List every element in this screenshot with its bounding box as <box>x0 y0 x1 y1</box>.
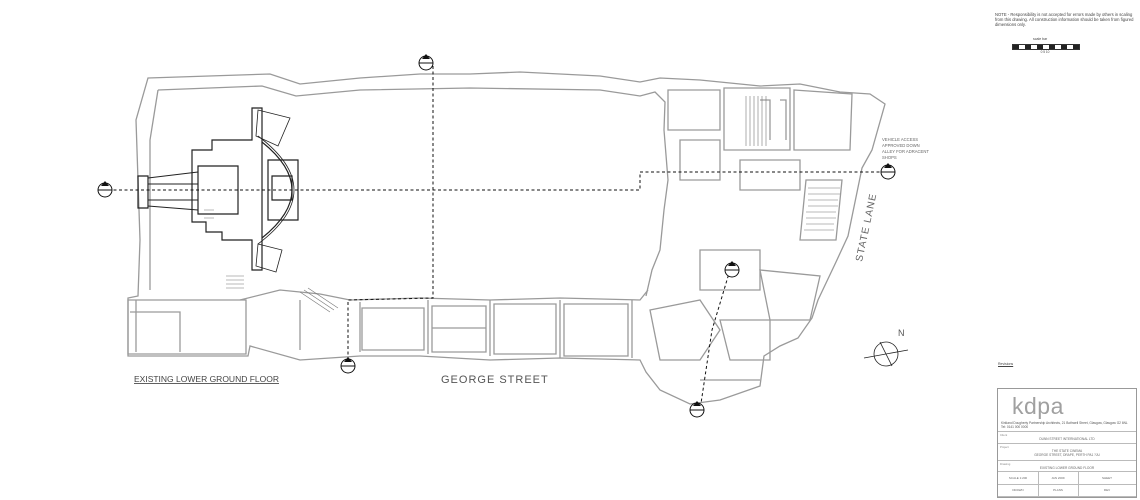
street-label-state-lane: STATE LANE <box>854 192 879 262</box>
scale-bar <box>1012 44 1080 50</box>
drawing-label: Drawing <box>1000 462 1011 466</box>
disclaimer-note: NOTE - Responsibility is not accepted fo… <box>995 12 1134 28</box>
tb-cell: JAN 2009 <box>1038 472 1079 485</box>
scale-label: scale bar <box>1033 37 1048 41</box>
tb-cell: SCALE 1:200 <box>998 472 1039 485</box>
section-marker-left <box>97 181 113 198</box>
stair-hatching <box>204 96 840 313</box>
title-block: kdpa Kirkland Dougherty Partnership Arch… <box>997 388 1137 498</box>
tb-cell: PLANS <box>1038 484 1079 497</box>
revisions-label: Revisions <box>998 362 1014 366</box>
tb-cell: DRAWN <box>998 484 1039 497</box>
svg-text:ALLEY FOR ADRACENT: ALLEY FOR ADRACENT <box>882 149 929 154</box>
client-value: DUNN STREET INTERNATIONAL LTD <box>1039 437 1095 441</box>
section-marker-right <box>880 163 896 180</box>
sheet-title: EXISTING LOWER GROUND FLOOR <box>134 374 279 384</box>
section-marker-bottom-left <box>340 357 356 374</box>
tb-cell: REV <box>1078 484 1136 497</box>
kdpa-logo: kdpa <box>1012 393 1064 419</box>
section-lines <box>108 66 890 411</box>
section-marker-bottom-right <box>689 401 705 418</box>
building-outline <box>127 71 886 405</box>
svg-text:VEHICLE ACCESS: VEHICLE ACCESS <box>882 137 918 142</box>
svg-text:SHOPS: SHOPS <box>882 155 897 160</box>
scale-numbers: 0 5 10 <box>1040 50 1050 54</box>
section-marker-mid-right <box>724 261 740 278</box>
client-row: Client DUNN STREET INTERNATIONAL LTD <box>998 431 1136 442</box>
north-arrow-icon <box>863 340 909 368</box>
client-label: Client <box>1000 433 1008 437</box>
project-value: THE STATE CINEMA GEORGE STREET, DRAPE, P… <box>1034 449 1100 457</box>
project-label: Project <box>1000 445 1009 449</box>
tb-cell: SHEET <box>1078 472 1136 485</box>
drawing-row: Drawing EXISTING LOWER GROUND FLOOR <box>998 460 1136 471</box>
svg-text:APPROVED DOWN: APPROVED DOWN <box>882 143 920 148</box>
screen-structure <box>137 107 299 273</box>
practice-address: Kirkland Dougherty Partnership Architect… <box>1001 421 1128 429</box>
section-marker-top <box>418 54 434 71</box>
drawing-value: EXISTING LOWER GROUND FLOOR <box>1039 466 1095 470</box>
title-block-cells: SCALE 1:200 JAN 2009 SHEET DRAWN PLANS R… <box>998 471 1136 498</box>
street-label-george: GEORGE STREET <box>441 374 549 386</box>
project-row: Project THE STATE CINEMA GEORGE STREET, … <box>998 443 1136 460</box>
vehicle-access-note: VEHICLE ACCESS APPROVED DOWN ALLEY FOR A… <box>882 137 929 160</box>
north-label: N <box>898 328 905 338</box>
